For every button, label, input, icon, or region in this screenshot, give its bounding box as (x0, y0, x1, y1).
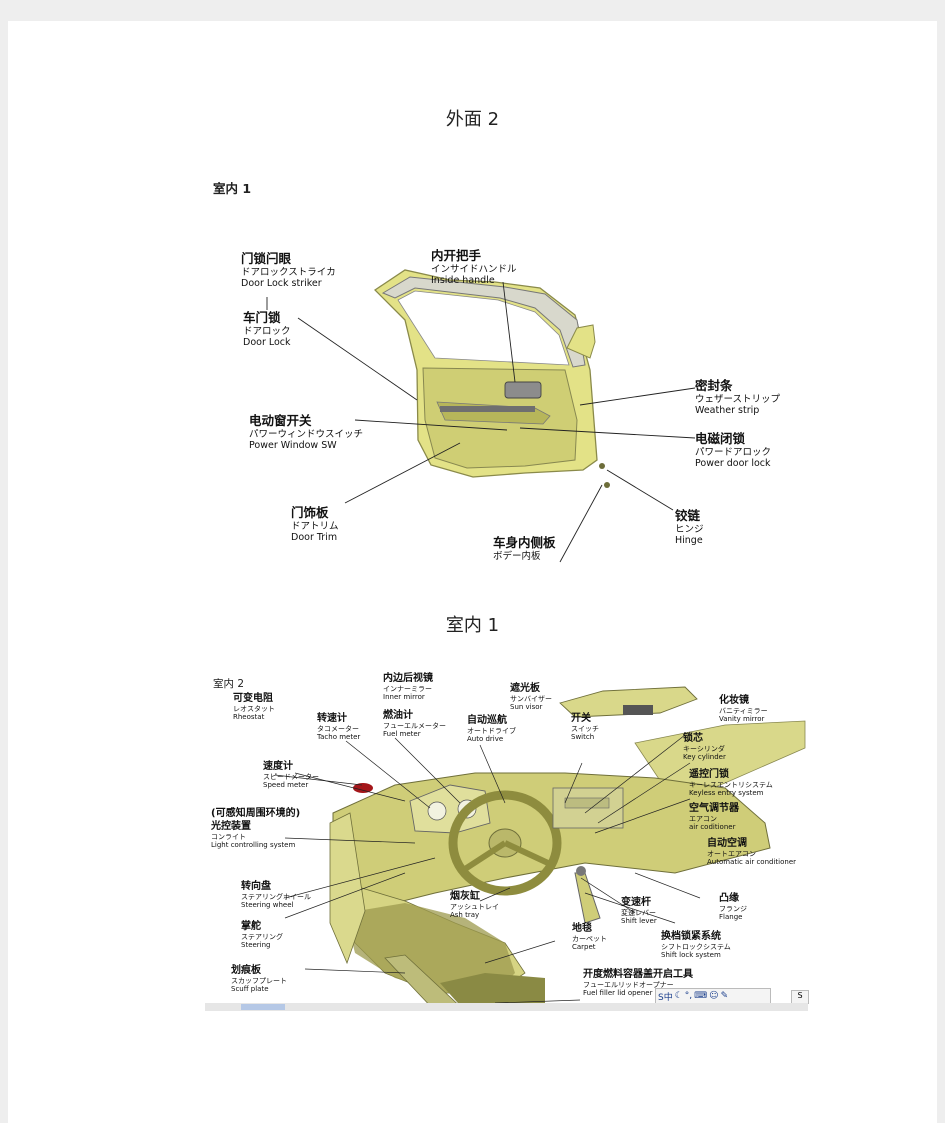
user-icon: ☺ (709, 991, 719, 1001)
ime-toolbar[interactable]: S中 ☾ °, ⌨ ☺ ✎ (655, 988, 771, 1004)
punctuation-icon: °, (684, 991, 693, 1001)
scrollbar-thumb[interactable] (241, 1004, 285, 1010)
figure-interior-1: 室内 1 (205, 170, 808, 567)
wrench-icon: ✎ (720, 991, 729, 1001)
figure-title: 室内 1 (213, 181, 252, 196)
keyboard-icon: ⌨ (694, 991, 708, 1001)
figure-interior-2: 室内 2 (205, 673, 809, 1011)
document-page: 外面 2 室内 1 (8, 21, 937, 1123)
caption-interior-1: 室内 1 (445, 615, 500, 636)
label-body-inner-panel: 车身内侧板ボデー内板 (493, 535, 556, 562)
moon-icon: ☾ (674, 991, 683, 1001)
ime-logo-icon[interactable]: S (791, 990, 809, 1004)
horizontal-scrollbar[interactable] (205, 1003, 808, 1011)
door-illustration (266, 269, 696, 563)
dashboard-illustration (274, 686, 806, 1011)
label-ambient-note: (可感知周围环境的) (211, 808, 301, 819)
caption-exterior-2: 外面 2 (445, 109, 500, 130)
ime-toolbar-text: S中 (658, 992, 673, 1003)
figure-title: 室内 2 (213, 678, 245, 690)
